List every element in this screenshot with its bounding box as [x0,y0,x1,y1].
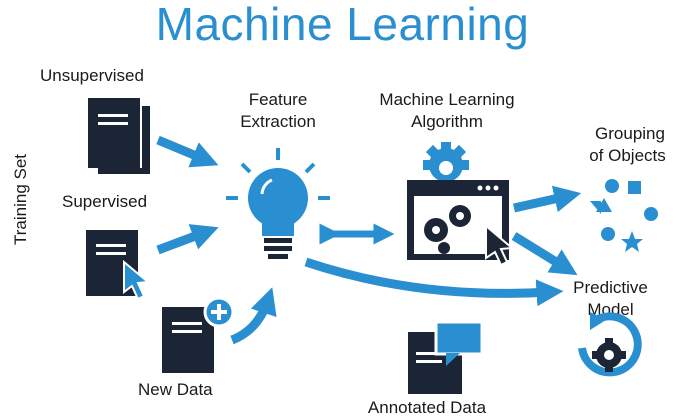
predictive-label-1: Predictive [573,278,648,297]
algorithm-label-2: Algorithm [411,112,483,131]
feature-label-1: Feature [248,90,308,109]
annotated-data-label: Annotated Data [367,398,487,417]
shapes-icon [590,179,658,252]
window-icon [407,180,509,260]
supervised-document-icon [86,230,138,296]
arrow-unsupervised [156,135,219,168]
diagram-title: Machine Learning [155,0,530,50]
lightbulb-icon [226,148,330,259]
unsupervised-label: Unsupervised [40,66,144,85]
algorithm-cursor-icon [485,223,515,267]
arrow-new-data [230,287,277,345]
arrow-to-model [511,232,578,276]
plus-icon [203,296,235,328]
feature-label-2: Extraction [240,112,316,131]
arrow-to-grouping [513,185,582,213]
grouping-label-1: Grouping [595,124,665,143]
algorithm-label-1: Machine Learning [379,90,515,109]
grouping-label-2: of Objects [589,146,666,165]
arrow-supervised [156,224,219,255]
supervised-label: Supervised [62,192,148,211]
gear-icon [423,142,469,182]
cursor-icon [123,259,151,301]
new-data-label: New Data [138,380,213,399]
refresh-gear-icon [578,312,642,377]
unsupervised-document-icon [88,98,150,174]
chat-document-icon [408,320,484,394]
arrow-feature-to-model [304,257,564,307]
